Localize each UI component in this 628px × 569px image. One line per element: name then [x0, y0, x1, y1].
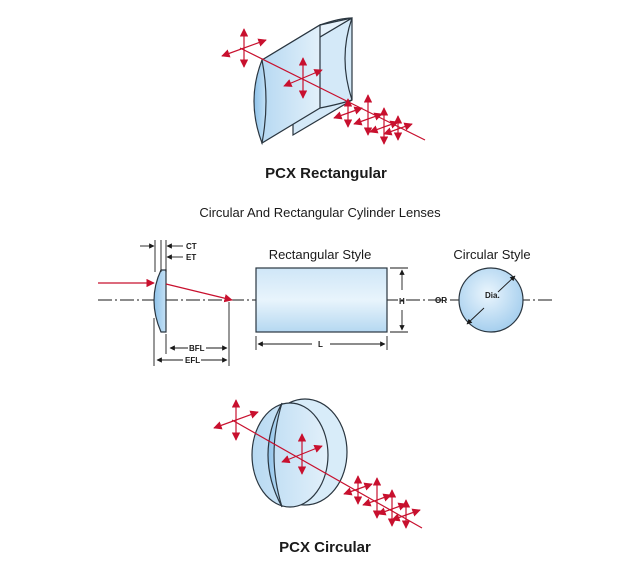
pcx-rectangular-title: PCX Rectangular [265, 165, 387, 182]
rectangular-style-heading: Rectangular Style [269, 247, 372, 262]
circ-pol-cross-6 [391, 499, 421, 529]
rect-pol-cross-6 [383, 115, 413, 141]
pcx-rect-light-path [221, 28, 426, 145]
dia-label: Dia. [485, 291, 500, 300]
ct-label: CT [186, 242, 197, 251]
circ-pol-cross-2 [281, 433, 323, 475]
pcx-circular-title: PCX Circular [279, 539, 371, 556]
rect-pol-cross-4 [353, 94, 383, 136]
circ-pol-cross-1 [213, 399, 259, 441]
bfl-efl-markers: BFL EFL [153, 302, 230, 366]
or-label: OR [435, 296, 447, 305]
efl-label: EFL [185, 356, 200, 365]
pcx-circular-lens [251, 398, 348, 508]
pcx-rectangular-lens [253, 16, 353, 146]
diameter-dimension: Dia. [466, 275, 516, 325]
side-view-lens [153, 269, 167, 333]
rectangular-lens-body [255, 267, 388, 333]
l-label: L [318, 340, 323, 349]
bfl-label: BFL [189, 344, 205, 353]
rect-pol-cross-3 [333, 98, 363, 128]
ct-et-markers: CT ET [140, 240, 197, 272]
rect-lens-convex-face [253, 57, 267, 146]
circ-pol-cross-3 [343, 475, 373, 505]
rect-pol-cross-2 [283, 57, 323, 99]
h-label: H [399, 297, 405, 306]
circ-pol-cross-5 [377, 489, 407, 527]
height-dimension: H [390, 267, 408, 333]
et-label: ET [186, 253, 196, 262]
circ-pol-cross-4 [362, 477, 392, 519]
length-dimension: L [255, 336, 388, 350]
rect-lens-curved-side [344, 17, 353, 101]
rect-pol-cross-1 [221, 28, 267, 68]
rect-pol-cross-5 [369, 107, 399, 145]
circular-style-heading: Circular Style [453, 247, 530, 262]
pcx-circ-light-path [213, 399, 423, 529]
side-view-rays [98, 278, 233, 303]
diagram-subtitle: Circular And Rectangular Cylinder Lenses [199, 205, 441, 220]
